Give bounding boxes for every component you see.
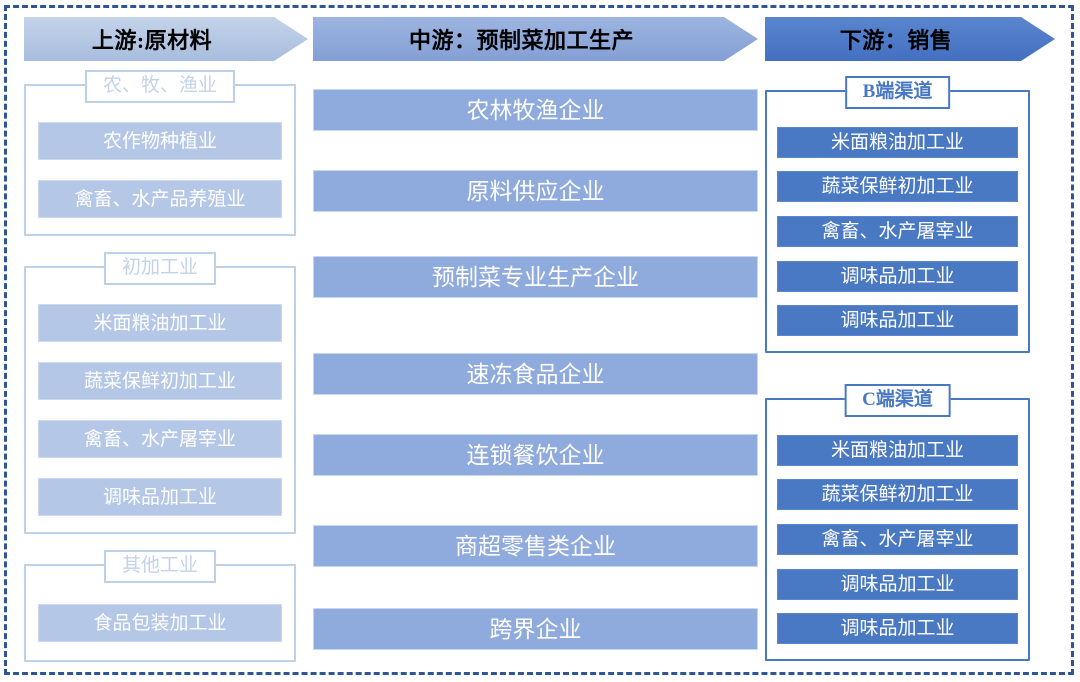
upstream-group-primary-processing: 初加工业 米面粮油加工业 蔬菜保鲜初加工业 禽畜、水产屠宰业 调味品加工业 [24, 252, 296, 534]
list-item[interactable]: 米面粮油加工业 [777, 126, 1018, 158]
list-item[interactable]: 调味品加工业 [777, 613, 1018, 645]
list-item[interactable]: 调味品加工业 [38, 478, 282, 516]
midstream-item-1[interactable]: 农林牧渔企业 [313, 89, 758, 131]
list-item[interactable]: 调味品加工业 [777, 568, 1018, 600]
group-items: 米面粮油加工业 蔬菜保鲜初加工业 禽畜、水产屠宰业 调味品加工业 调味品加工业 [765, 120, 1030, 343]
stage-arrow-downstream: 下游：销售 [765, 17, 1055, 61]
midstream-item-5[interactable]: 连锁餐饮企业 [313, 434, 758, 476]
list-item[interactable]: 禽畜、水产品养殖业 [38, 180, 282, 218]
group-items: 米面粮油加工业 蔬菜保鲜初加工业 禽畜、水产屠宰业 调味品加工业 [24, 294, 296, 526]
group-legend: B端渠道 [844, 76, 951, 109]
group-items: 米面粮油加工业 蔬菜保鲜初加工业 禽畜、水产屠宰业 调味品加工业 调味品加工业 [765, 428, 1030, 651]
list-item[interactable]: 调味品加工业 [777, 305, 1018, 337]
upstream-group-agriculture: 农、牧、渔业 农作物种植业 禽畜、水产品养殖业 [24, 70, 296, 236]
list-item[interactable]: 米面粮油加工业 [777, 434, 1018, 466]
list-item[interactable]: 禽畜、水产屠宰业 [777, 523, 1018, 555]
group-items: 食品包装加工业 [24, 592, 296, 654]
downstream-group-b-channel: B端渠道 米面粮油加工业 蔬菜保鲜初加工业 禽畜、水产屠宰业 调味品加工业 调味… [765, 76, 1030, 353]
stage-arrow-downstream-label: 下游：销售 [839, 28, 953, 53]
list-item[interactable]: 蔬菜保鲜初加工业 [38, 362, 282, 400]
midstream-item-3[interactable]: 预制菜专业生产企业 [313, 256, 758, 298]
midstream-item-7[interactable]: 跨界企业 [313, 608, 758, 650]
midstream-item-2[interactable]: 原料供应企业 [313, 170, 758, 212]
stage-arrow-midstream-label: 中游：预制菜加工生产 [408, 28, 634, 53]
stage-arrow-upstream-label: 上游:原材料 [91, 28, 213, 53]
group-legend: 初加工业 [103, 252, 217, 285]
midstream-item-6[interactable]: 商超零售类企业 [313, 525, 758, 567]
midstream-item-4[interactable]: 速冻食品企业 [313, 353, 758, 395]
list-item[interactable]: 蔬菜保鲜初加工业 [777, 171, 1018, 203]
list-item[interactable]: 禽畜、水产屠宰业 [777, 215, 1018, 247]
stage-arrow-upstream: 上游:原材料 [24, 17, 308, 61]
list-item[interactable]: 禽畜、水产屠宰业 [38, 420, 282, 458]
upstream-group-other-industry: 其他工业 食品包装加工业 [24, 550, 296, 662]
group-legend: 其他工业 [103, 550, 217, 583]
downstream-group-c-channel: C端渠道 米面粮油加工业 蔬菜保鲜初加工业 禽畜、水产屠宰业 调味品加工业 调味… [765, 384, 1030, 661]
list-item[interactable]: 蔬菜保鲜初加工业 [777, 479, 1018, 511]
group-legend: 农、牧、渔业 [84, 70, 236, 103]
group-items: 农作物种植业 禽畜、水产品养殖业 [24, 112, 296, 228]
list-item[interactable]: 调味品加工业 [777, 260, 1018, 292]
list-item[interactable]: 食品包装加工业 [38, 604, 282, 642]
stage-arrow-midstream: 中游：预制菜加工生产 [313, 17, 758, 61]
list-item[interactable]: 米面粮油加工业 [38, 304, 282, 342]
list-item[interactable]: 农作物种植业 [38, 122, 282, 160]
group-legend: C端渠道 [844, 384, 951, 417]
